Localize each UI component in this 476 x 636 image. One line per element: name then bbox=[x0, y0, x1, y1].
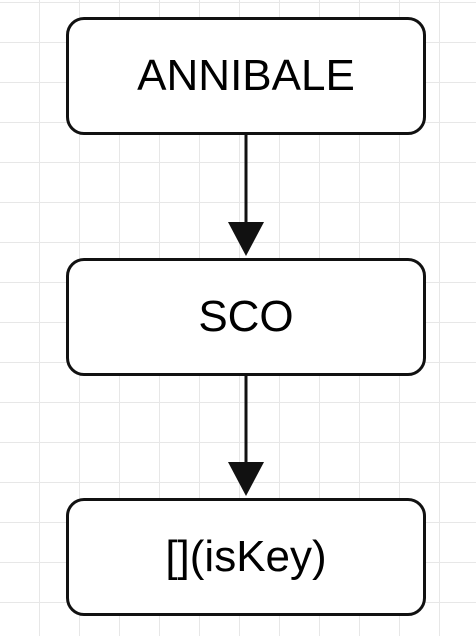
node-iskey[interactable]: [](isKey) bbox=[66, 498, 426, 616]
edge-sco-to-iskey bbox=[228, 376, 264, 496]
node-label: SCO bbox=[198, 292, 294, 341]
node-sco[interactable]: SCO bbox=[66, 258, 426, 376]
arrowhead-icon bbox=[228, 462, 264, 496]
node-label: [](isKey) bbox=[165, 532, 327, 581]
arrowhead-icon bbox=[228, 222, 264, 256]
node-label: ANNIBALE bbox=[137, 51, 355, 100]
node-annibale[interactable]: ANNIBALE bbox=[66, 17, 426, 135]
edge-annibale-to-sco bbox=[228, 135, 264, 256]
